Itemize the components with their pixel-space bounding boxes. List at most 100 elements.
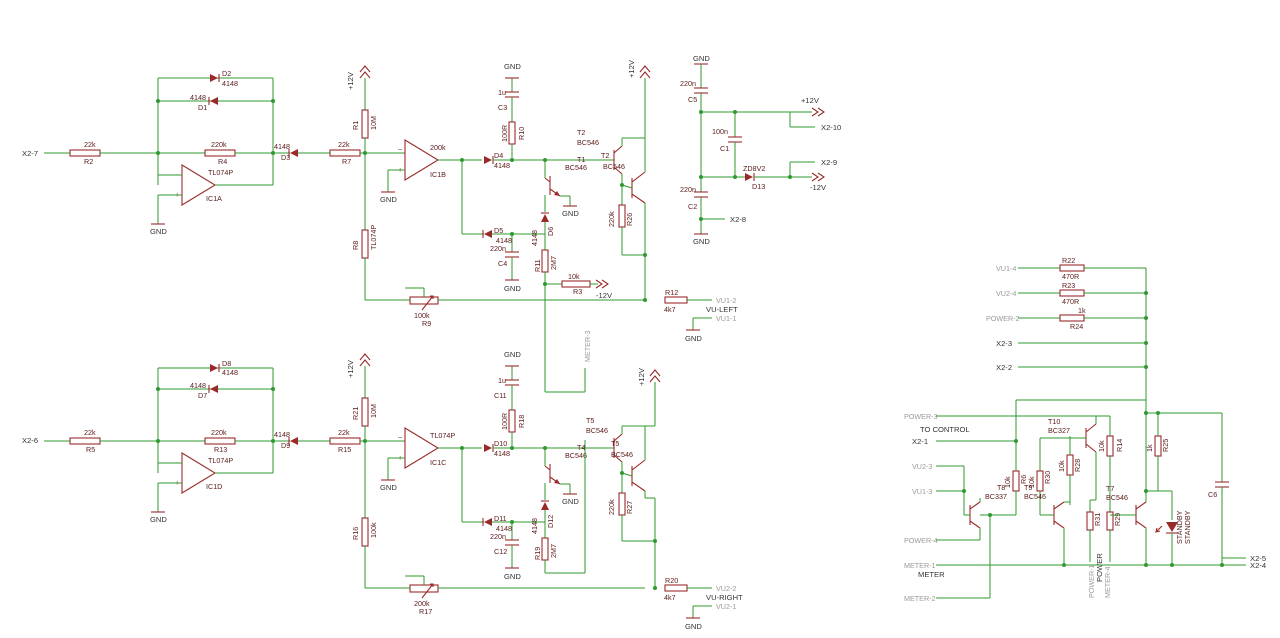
resistor-r1 <box>361 109 369 139</box>
r21-id: R21 <box>351 407 360 420</box>
resistor-r22 <box>1059 264 1085 272</box>
t2-mark2: BC546 <box>603 162 625 171</box>
c4-value: 220n <box>490 244 506 253</box>
net-vu1-2: VU1-2 <box>716 296 736 305</box>
ic1c-id: IC1C <box>430 458 446 467</box>
r13-value: 220k <box>211 428 227 437</box>
d12-value: 4148 <box>530 518 539 534</box>
p12-label: +12V <box>637 367 646 386</box>
r16-id: R16 <box>351 527 360 540</box>
d11-id: D11 <box>494 514 507 523</box>
r18-value: 100R <box>500 413 509 430</box>
gnd-label: GND <box>562 209 579 218</box>
t5-mark2: BC546 <box>611 450 633 459</box>
d9-id: D9 <box>281 441 290 450</box>
ic1d-id: IC1D <box>206 482 222 491</box>
r27-id: R27 <box>625 501 634 514</box>
potentiometer-r17 <box>409 584 439 593</box>
r15-id: R15 <box>338 445 351 454</box>
gnd-label: GND <box>504 284 521 293</box>
d9-value: 4148 <box>274 430 290 439</box>
resistor-r13 <box>204 437 236 445</box>
gnd-label: GND <box>685 622 702 631</box>
d1-id: D1 <box>198 103 207 112</box>
d12-id: D12 <box>546 515 555 528</box>
r13-id: R13 <box>214 445 227 454</box>
r20-id: R20 <box>665 576 678 585</box>
net-x2-3: X2-3 <box>996 339 1012 348</box>
net-power-4: POWER-4 <box>904 536 938 545</box>
t10-id: T10 <box>1048 417 1060 426</box>
meter-label: METER <box>918 570 945 579</box>
t9-id: T9 <box>1024 483 1032 492</box>
t10-value: BC327 <box>1048 426 1070 435</box>
c3-value: 1u <box>498 88 506 97</box>
d6-id: D6 <box>546 227 555 236</box>
opamp-ic1c <box>404 427 440 469</box>
net-x2-7: X2-7 <box>22 149 38 158</box>
d2-id: D2 <box>222 69 231 78</box>
r9-id: R9 <box>422 319 431 328</box>
r23-value: 470R <box>1062 297 1079 306</box>
t2-id: T2 <box>577 128 585 137</box>
gnd-label: GND <box>562 497 579 506</box>
net-meter-4: METER-4 <box>1103 566 1112 598</box>
r11-id: R11 <box>533 259 542 272</box>
d7-value: 4148 <box>190 381 206 390</box>
c11-id: C11 <box>494 391 507 400</box>
t2-mark: T2 <box>601 151 609 160</box>
resistor-r21 <box>361 397 369 427</box>
d3-id: D3 <box>281 153 290 162</box>
gnd-label: GND <box>693 54 710 63</box>
resistor-r23 <box>1059 289 1085 297</box>
standby-label-1: STANDBY <box>1175 510 1184 544</box>
net-meter-3: METER-3 <box>583 330 592 362</box>
resistor-r18 <box>508 409 516 433</box>
net-vu1-1: VU1-1 <box>716 314 736 323</box>
d13-value: ZD8V2 <box>743 164 765 173</box>
net-x2-10: X2-10 <box>821 123 841 132</box>
ic1a-id: IC1A <box>206 194 222 203</box>
r4-value: 220k <box>211 140 227 149</box>
ic1b-minus: − <box>398 145 402 154</box>
gnd-label: GND <box>504 350 521 359</box>
ic1b-id: IC1B <box>430 170 446 179</box>
net-power-2: POWER-2 <box>986 314 1020 323</box>
t2-value: BC546 <box>577 138 599 147</box>
net-x2-5: X2-5 <box>1250 554 1266 563</box>
t4-value: BC546 <box>565 451 587 460</box>
p12-label: +12V <box>627 59 636 78</box>
r11-value: 2M7 <box>549 256 558 270</box>
t8-id: T8 <box>997 483 1005 492</box>
r6-value: 10k <box>1003 476 1012 488</box>
r5-id: R5 <box>86 445 95 454</box>
gnd-label: GND <box>504 62 521 71</box>
net-meter-1: METER-1 <box>904 561 936 570</box>
r30-id: R30 <box>1043 471 1052 484</box>
d4-value: 4148 <box>494 161 510 170</box>
gnd-label: GND <box>380 195 397 204</box>
t5-value: BC546 <box>586 426 608 435</box>
net-vu1-4: VU1-4 <box>996 264 1016 273</box>
r2-id: R2 <box>84 157 93 166</box>
r23-id: R23 <box>1062 281 1075 290</box>
c6-id: C6 <box>1208 490 1217 499</box>
net-meter-2: METER-2 <box>904 594 936 603</box>
r12-value: 4k7 <box>664 305 676 314</box>
r19-id: R19 <box>533 547 542 560</box>
net-vu2-3: VU2-3 <box>912 462 932 471</box>
net-x2-9: X2-9 <box>821 158 837 167</box>
resistor-r20 <box>664 584 688 592</box>
ic1c-value: TL074P <box>430 431 455 440</box>
r21-value: 10M <box>369 404 378 418</box>
t1-id: T1 <box>577 155 585 164</box>
r9-value: 100k <box>414 311 430 320</box>
d8-id: D8 <box>222 359 231 368</box>
r8-value: TL074P <box>369 225 378 250</box>
r1-id: R1 <box>351 121 360 130</box>
to-control-label: TO CONTROL <box>920 425 970 434</box>
r31-id: R31 <box>1093 513 1102 526</box>
power-section: GND 220n C5 100n C1 +12V X2-10 ZD8V2 D13… <box>680 54 841 246</box>
r8-id: R8 <box>351 241 360 250</box>
